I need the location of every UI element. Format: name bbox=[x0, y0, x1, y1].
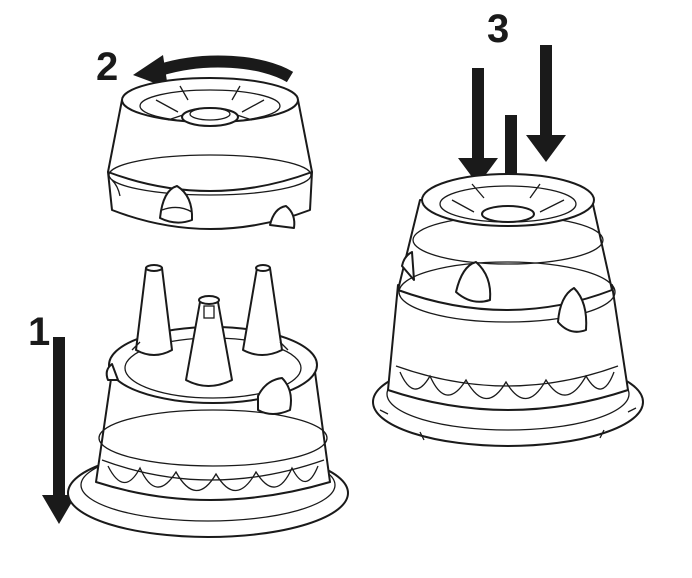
assembled-unit bbox=[372, 173, 644, 447]
step-3-push-arrows bbox=[458, 45, 566, 232]
base-with-tips bbox=[67, 264, 349, 538]
step-2-rotate-arrow bbox=[133, 55, 294, 88]
coupler-cap bbox=[107, 77, 313, 230]
step-2-label: 2 bbox=[96, 45, 118, 89]
step-1-label: 1 bbox=[28, 310, 50, 354]
step-1-down-arrow bbox=[42, 337, 76, 524]
step-3-label: 3 bbox=[487, 7, 509, 51]
